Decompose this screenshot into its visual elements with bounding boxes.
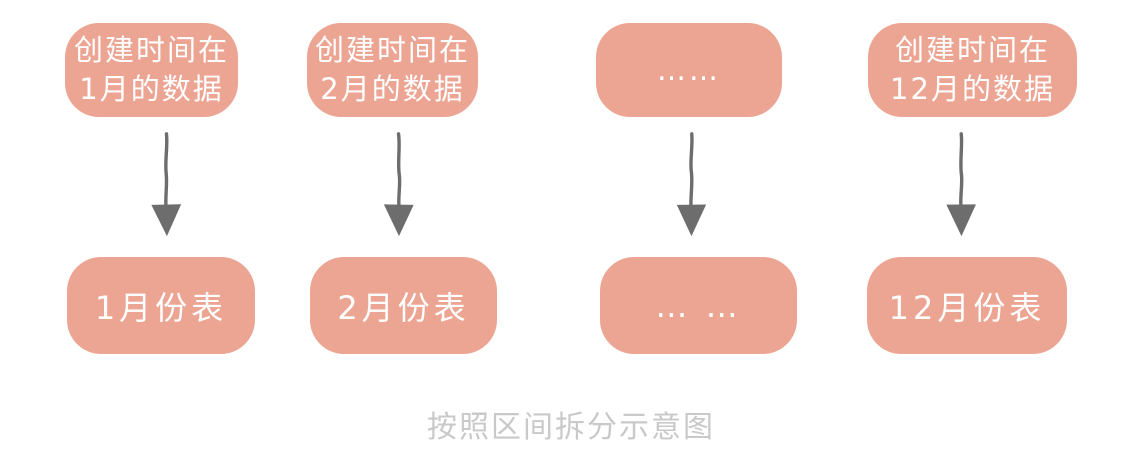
source-box-february-label: 创建时间在 2月的数据 xyxy=(314,33,470,106)
down-arrow-icon xyxy=(676,132,707,237)
source-box-ellipsis: …… xyxy=(596,23,782,117)
source-box-december-label: 创建时间在 12月的数据 xyxy=(890,33,1055,106)
down-arrow-icon xyxy=(383,132,414,237)
target-box-february-table: 2月份表 xyxy=(310,257,497,354)
target-box-february-table-label: 2月份表 xyxy=(337,288,470,327)
target-box-december-table: 12月份表 xyxy=(867,257,1067,354)
source-box-december: 创建时间在 12月的数据 xyxy=(868,23,1077,117)
target-box-january-table-label: 1月份表 xyxy=(94,288,228,327)
target-box-january-table: 1月份表 xyxy=(67,257,255,354)
source-box-february: 创建时间在 2月的数据 xyxy=(307,23,478,117)
source-box-ellipsis-label: …… xyxy=(657,52,721,87)
target-box-ellipsis: … … xyxy=(600,257,797,354)
down-arrow-icon xyxy=(151,132,182,237)
down-arrow-icon xyxy=(946,132,976,237)
source-box-january-label: 创建时间在 1月的数据 xyxy=(73,33,229,106)
diagram-caption: 按照区间拆分示意图 xyxy=(427,410,715,445)
target-box-ellipsis-label: … … xyxy=(655,286,742,325)
source-box-january: 创建时间在 1月的数据 xyxy=(65,23,238,117)
target-box-december-table-label: 12月份表 xyxy=(888,288,1046,327)
